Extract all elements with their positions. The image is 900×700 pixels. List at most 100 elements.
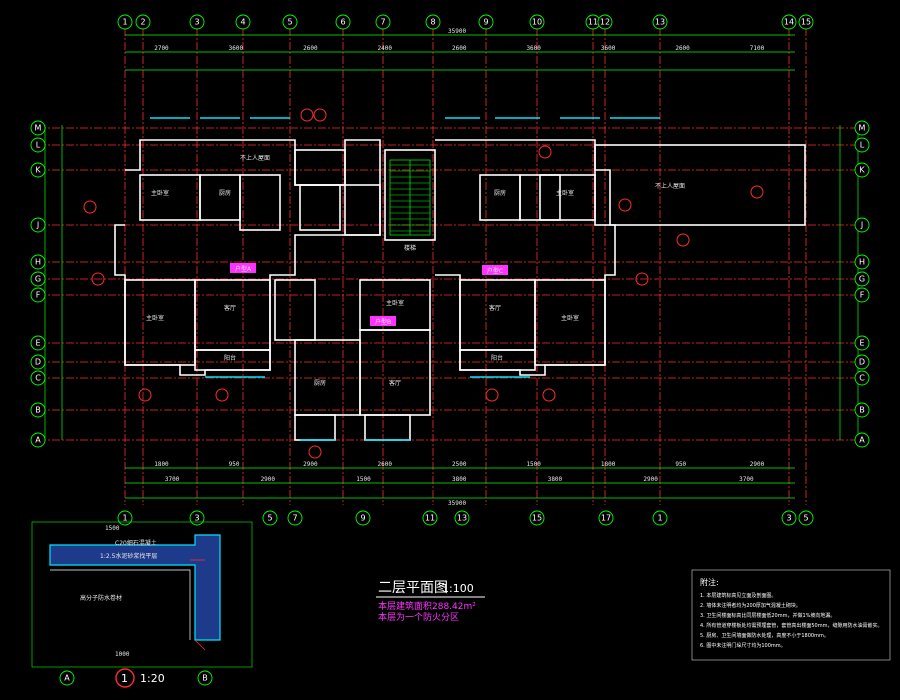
room-bedroom-left: 主卧室 <box>151 189 169 197</box>
grid-bubble <box>189 14 205 30</box>
grid-bubble <box>422 510 438 526</box>
note-5: 5. 厨房、卫生间墙面做防水处理，高度不小于1800mm。 <box>700 632 829 639</box>
grid-bubble <box>598 510 614 526</box>
dimension-label: 2600 <box>675 45 690 52</box>
grid-bubble-label: 5 <box>267 514 272 523</box>
grid-bubble <box>30 162 46 178</box>
room-labels: 主卧室 厨房 主卧室 客厅 阳台 厨房 客厅 主卧室 客厅 主卧室 阳台 厨房 … <box>146 154 685 387</box>
grid-bubble-label: J <box>36 221 39 230</box>
grid-bubble-label: 7 <box>292 514 297 523</box>
grid-bubble <box>597 14 613 30</box>
dimension-label: 950 <box>675 461 686 468</box>
room-stair: 楼梯 <box>404 244 416 252</box>
grid-bubble <box>30 137 46 153</box>
grid-bubble-label: 3 <box>194 514 199 523</box>
dimension-lines <box>44 34 859 499</box>
grid-bubble-label: 13 <box>457 514 467 523</box>
room-kitchen-right: 厨房 <box>494 189 506 197</box>
grid-bubble <box>135 14 151 30</box>
grid-bubble-label: 12 <box>600 18 610 27</box>
grid-bubble <box>529 510 545 526</box>
grid-bubble <box>335 14 351 30</box>
callout-circle <box>83 200 97 214</box>
dimension-label: 2700 <box>154 45 169 52</box>
detail-grid-b: B <box>202 674 208 683</box>
note-6: 6. 图中未注明门垛尺寸均为100mm。 <box>700 642 786 649</box>
fire-zone-note: 本层为一个防火分区 <box>378 611 459 623</box>
grid-bubble-label: E <box>859 339 864 348</box>
grid-bubble <box>854 137 870 153</box>
callout-circle <box>91 272 105 286</box>
dimension-label: 3700 <box>165 476 180 483</box>
dimension-label: 2600 <box>452 45 467 52</box>
callout-circle <box>485 388 499 402</box>
grid-bubble <box>652 14 668 30</box>
detail-grid-a: A <box>64 674 70 683</box>
dimension-label: 3600 <box>229 45 244 52</box>
room-kitchen-mid: 厨房 <box>314 379 326 387</box>
grid-bubble-label: 9 <box>483 18 488 27</box>
grid-bubble <box>854 120 870 136</box>
room-living-right: 客厅 <box>489 304 501 312</box>
callout-circle <box>676 233 690 247</box>
grid-bubble-label: H <box>35 258 41 267</box>
grid-bubble <box>854 217 870 233</box>
room-roof-right: 不上人屋面 <box>655 182 685 190</box>
room-balcony-right: 阳台 <box>491 354 503 362</box>
overall-dimension-top: 35900 <box>448 28 466 35</box>
area-note: 本层建筑面积288.42m² <box>378 600 476 612</box>
grid-bubble-label: 5 <box>287 18 292 27</box>
grid-bubble-label: 13 <box>655 18 665 27</box>
windows <box>150 117 660 441</box>
building-walls <box>114 139 806 441</box>
room-roof-left: 不上人屋面 <box>240 154 270 162</box>
detail-label-3: 高分子防水卷材 <box>80 594 122 602</box>
detail-callouts <box>83 108 764 459</box>
detail-label-1: C20细石混凝土 <box>115 539 157 547</box>
grid-bubble <box>529 14 545 30</box>
grid-bubble <box>189 510 205 526</box>
drawing-title: 二层平面图 <box>378 580 448 596</box>
grid-bubble-label: K <box>35 166 41 175</box>
detail-dim-1: 1500 <box>105 525 120 532</box>
grid-bubble <box>30 217 46 233</box>
unit-tags: 户型A 户型B 户型C <box>230 263 508 326</box>
grid-bubble-label: 11 <box>425 514 435 523</box>
grid-bubble-label: 1 <box>122 18 127 27</box>
dimension-label: 3600 <box>601 45 616 52</box>
grid-bubble-label: K <box>859 166 865 175</box>
callout-circle <box>138 388 152 402</box>
notes-title: 附注: <box>700 577 719 587</box>
callout-circle <box>538 145 552 159</box>
grid-bubble <box>355 510 371 526</box>
vertical-grid-lines <box>124 28 807 505</box>
grid-bubble-label: J <box>860 221 863 230</box>
grid-bubble <box>30 432 46 448</box>
callout-circle <box>300 108 314 122</box>
grid-bubble-label: 5 <box>803 514 808 523</box>
grid-bubble <box>854 254 870 270</box>
grid-bubble <box>854 271 870 287</box>
dimension-label: 7100 <box>750 45 765 52</box>
callout-circle <box>618 198 632 212</box>
callout-circle <box>313 108 327 122</box>
detail-dim-2: 1000 <box>115 651 130 658</box>
grid-bubble-label: 1 <box>657 514 662 523</box>
grid-bubble-label: M <box>35 124 42 133</box>
callout-circle <box>635 272 649 286</box>
dimension-label: 3700 <box>739 476 754 483</box>
room-kitchen-left: 厨房 <box>219 189 231 197</box>
grid-bubble <box>854 354 870 370</box>
room-bedroom-mid: 主卧室 <box>386 299 404 307</box>
grid-bubble-label: L <box>860 141 865 150</box>
grid-bubble-label: 10 <box>532 18 542 27</box>
grid-bubble <box>854 402 870 418</box>
grid-bubble <box>30 120 46 136</box>
unit-tag-a: 户型A <box>235 265 252 273</box>
grid-bubble <box>854 162 870 178</box>
room-master-left: 主卧室 <box>146 314 164 322</box>
grid-bubble-label: E <box>35 339 40 348</box>
grid-bubble-label: C <box>35 374 41 383</box>
grid-bubble-label: 6 <box>340 18 345 27</box>
